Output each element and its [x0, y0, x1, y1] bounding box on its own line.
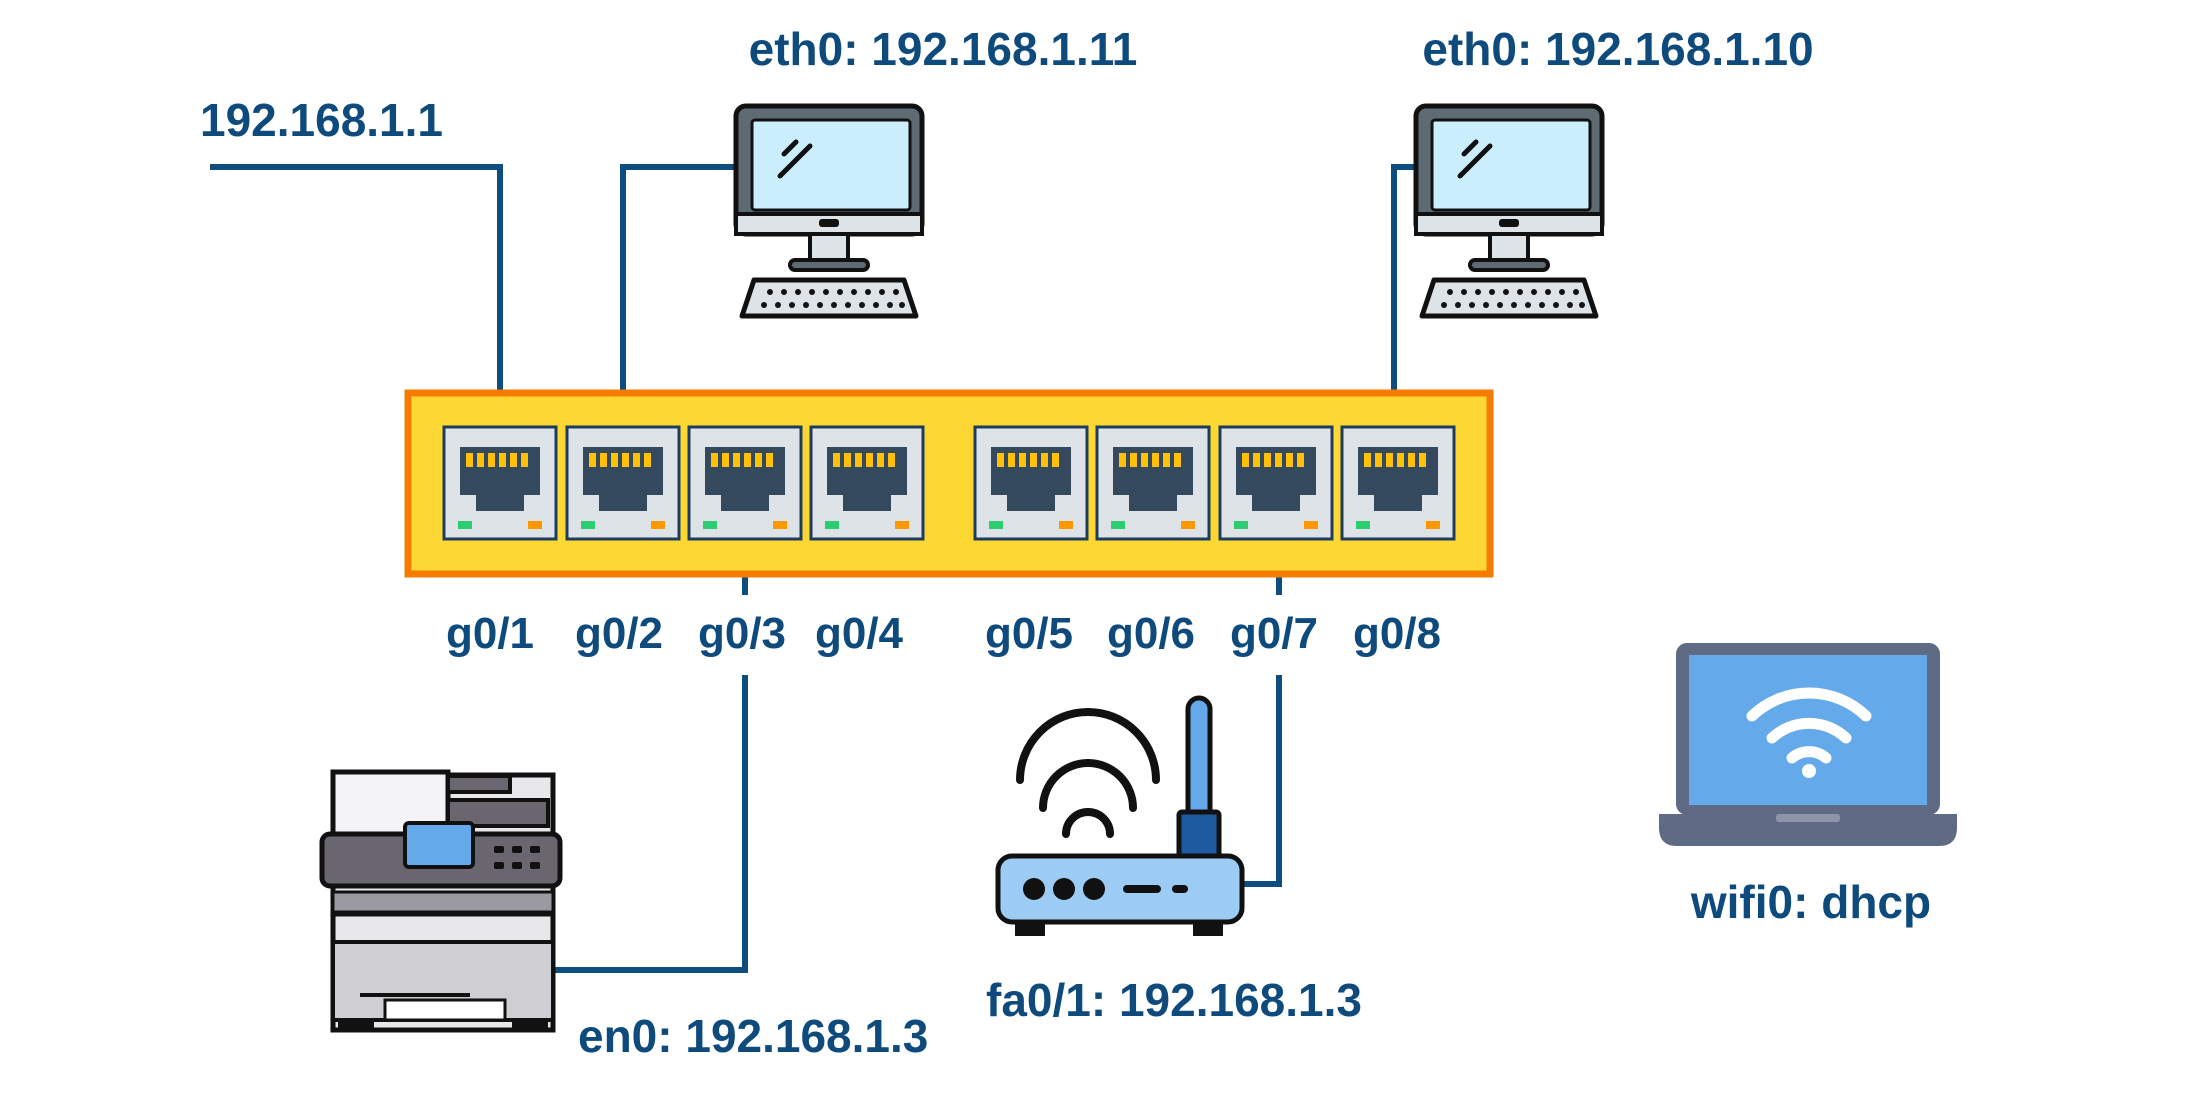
port-label-g0-2: g0/2: [575, 609, 663, 658]
desktop-computer-icon: [736, 106, 922, 316]
pc1-cable: [620, 164, 736, 425]
port-label-g0-8: g0/8: [1353, 609, 1441, 658]
port-label-g0-1: g0/1: [446, 609, 534, 658]
port-g0-6-jack[interactable]: [1095, 425, 1211, 541]
router-fa0-1-label: fa0/1: 192.168.1.3: [986, 974, 1362, 1026]
pc1-eth0-label: eth0: 192.168.1.11: [749, 23, 1138, 75]
port-label-g0-5: g0/5: [985, 609, 1073, 658]
port-g0-2-jack[interactable]: [565, 425, 681, 541]
router-cable: [1244, 675, 1282, 887]
printer-icon: [319, 769, 563, 1033]
port-g0-7-jack[interactable]: [1218, 425, 1334, 541]
port-g0-8-jack[interactable]: [1340, 425, 1456, 541]
wifi-icon: [1746, 687, 1872, 778]
port-label-g0-7: g0/7: [1230, 609, 1318, 658]
port-label-g0-3: g0/3: [698, 609, 786, 658]
port-g0-4-jack[interactable]: [809, 425, 925, 541]
laptop-icon: [1659, 643, 1957, 846]
uplink-ip-label: 192.168.1.1: [200, 94, 443, 146]
laptop-wifi0-label: wifi0: dhcp: [1690, 876, 1931, 928]
desktop-computer-icon: [1416, 106, 1602, 316]
printer-en0-label: en0: 192.168.1.3: [578, 1010, 928, 1062]
port-g0-5-jack[interactable]: [973, 425, 1089, 541]
network-switch: [404, 389, 1494, 578]
port-label-g0-6: g0/6: [1107, 609, 1195, 658]
pc2-eth0-label: eth0: 192.168.1.10: [1422, 23, 1813, 75]
port-label-g0-4: g0/4: [815, 609, 904, 658]
router-icon: [995, 695, 1245, 936]
port-g0-3-jack[interactable]: [687, 425, 803, 541]
uplink-cable: [210, 164, 503, 425]
port-g0-1-jack[interactable]: [442, 425, 558, 541]
printer-cable: [553, 675, 748, 973]
